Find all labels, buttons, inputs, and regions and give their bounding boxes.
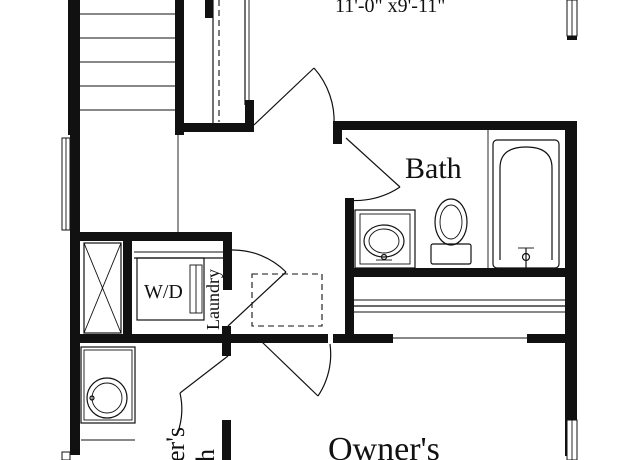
hall-closet bbox=[184, 0, 254, 132]
sink-icon bbox=[363, 224, 405, 261]
bath-vanity bbox=[354, 209, 416, 269]
toilet-icon bbox=[430, 198, 472, 265]
shower-stall bbox=[70, 232, 328, 343]
bath-label: Bath bbox=[405, 152, 462, 185]
laundry-door bbox=[227, 249, 287, 327]
attic-access bbox=[251, 273, 323, 327]
owners-bath-vanity bbox=[80, 346, 136, 441]
washer-dryer-icon bbox=[136, 257, 205, 321]
bedroom-door bbox=[253, 67, 335, 127]
bathtub-icon bbox=[492, 139, 560, 269]
bath-room bbox=[333, 121, 577, 456]
owners-bath-label-line1: er's bbox=[161, 427, 190, 460]
owners-bath-sink-icon bbox=[86, 377, 128, 419]
window-top-right bbox=[566, 0, 578, 40]
shower-icon bbox=[83, 242, 122, 334]
owners-bath-door bbox=[177, 355, 231, 460]
washer-dryer-label: W/D bbox=[144, 281, 183, 303]
top-room-dimension: 11'-0" x9'-11" bbox=[335, 0, 445, 17]
staircase bbox=[68, 0, 184, 135]
owners-room-label: Owner's bbox=[328, 431, 440, 460]
laundry-label: Laundry bbox=[203, 269, 223, 330]
bath-door bbox=[345, 137, 401, 202]
stair-treads-icon bbox=[80, 13, 175, 111]
owners-room bbox=[333, 334, 578, 460]
owners-door bbox=[261, 341, 332, 397]
owners-bath-label-line2: h bbox=[191, 449, 220, 460]
laundry-room: W/D Laundry bbox=[134, 232, 232, 356]
left-exterior-wall bbox=[61, 135, 80, 460]
